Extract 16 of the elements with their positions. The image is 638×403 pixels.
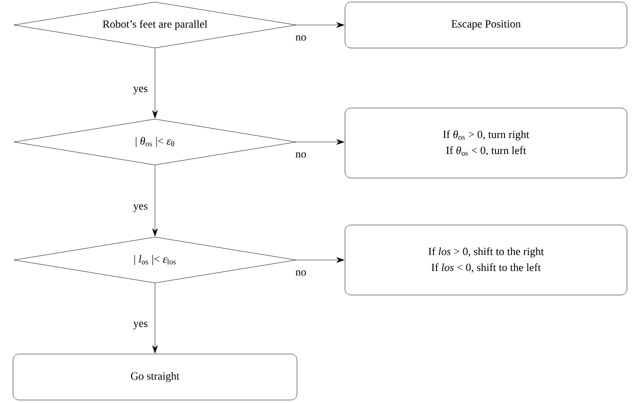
edge-label: no	[296, 152, 306, 158]
arrow	[296, 257, 344, 263]
edge-label: yes	[133, 204, 148, 212]
edge-label: yes	[133, 322, 148, 330]
process-box: If θ$_{os}$ > 0, turn right If θ$_{os}$ < 0, turn left	[344, 108, 628, 178]
edge-label: no	[296, 270, 306, 276]
arrow	[152, 283, 158, 354]
edge-label: yes	[133, 86, 148, 94]
process-box: Escape Position	[344, 2, 628, 48]
process-box: If los > 0, shift to the right If los < 0, shift to the left	[344, 224, 628, 296]
arrow	[152, 165, 158, 236]
process-box: Go straight	[12, 354, 298, 400]
edge-label: no	[296, 35, 306, 41]
arrow	[296, 139, 344, 145]
arrow	[152, 48, 158, 118]
arrow	[296, 22, 344, 28]
